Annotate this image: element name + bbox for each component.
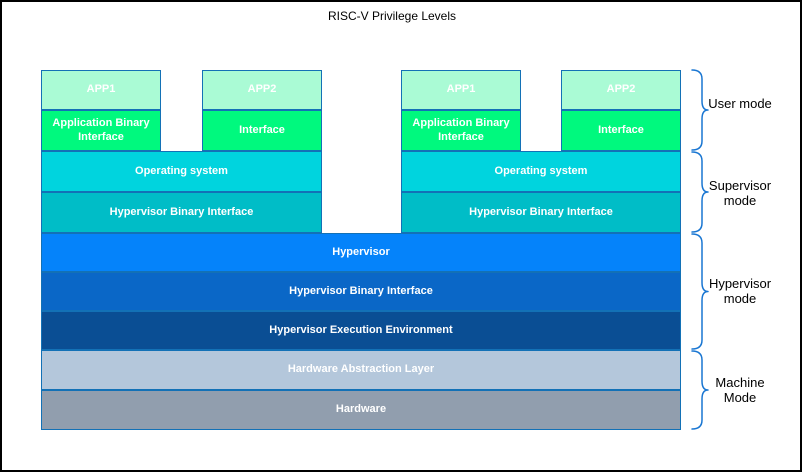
- hypervisor-mode-brace: [691, 233, 709, 350]
- user-mode-brace: [691, 69, 709, 151]
- supervisor-mode-brace: [691, 151, 709, 233]
- box-hbi-left: Hypervisor Binary Interface: [41, 192, 322, 233]
- mode-label-supervisor: Supervisor mode: [708, 178, 772, 209]
- layer-hardware-abstraction-layer: Hardware Abstraction Layer: [41, 350, 681, 390]
- box-os-right: Operating system: [401, 151, 681, 192]
- layer-hypervisor-execution-environment: Hypervisor Execution Environment: [41, 311, 681, 350]
- box-hbi-right: Hypervisor Binary Interface: [401, 192, 681, 233]
- diagram-title: RISC-V Privilege Levels: [327, 9, 457, 23]
- layer-hypervisor-binary-interface: Hypervisor Binary Interface: [41, 272, 681, 311]
- box-os-left: Operating system: [41, 151, 322, 192]
- box-app2-left: APP2: [202, 70, 322, 110]
- layer-hardware: Hardware: [41, 390, 681, 430]
- mode-label-user: User mode: [708, 96, 772, 111]
- box-app1-right: APP1: [401, 70, 521, 110]
- box-app1-left: APP1: [41, 70, 161, 110]
- mode-label-machine: Machine Mode: [715, 375, 765, 406]
- box-abi-right: Application Binary Interface: [401, 110, 521, 151]
- layer-hypervisor: Hypervisor: [41, 233, 681, 272]
- box-interface-left: Interface: [202, 110, 322, 151]
- machine-mode-brace: [691, 350, 709, 430]
- box-app2-right: APP2: [561, 70, 681, 110]
- box-abi-left: Application Binary Interface: [41, 110, 161, 151]
- mode-label-hypervisor: Hypervisor mode: [708, 276, 772, 307]
- box-interface-right: Interface: [561, 110, 681, 151]
